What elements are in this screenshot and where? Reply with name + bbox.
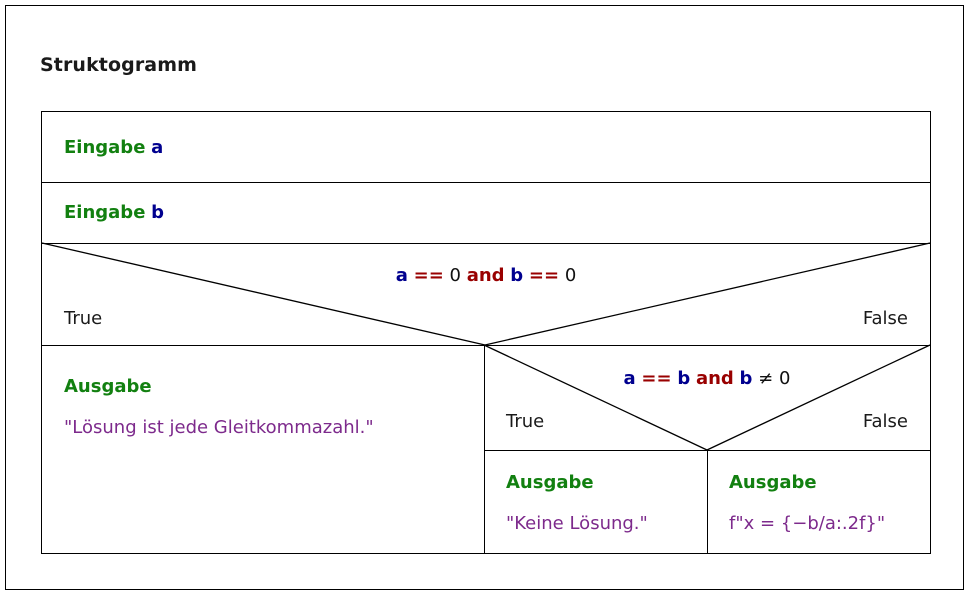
token-op-neq: ≠ [758,368,774,389]
output-block-x-formula[interactable]: Ausgabe f"x = {−b/a:.2f}" [707,450,930,553]
keyword-ausgabe: Ausgabe [64,376,152,397]
token-op-and: and [695,368,734,389]
output-block-any-float[interactable]: Ausgabe "Lösung ist jede Gleitkommazahl.… [42,345,484,553]
output-keyword-any-float: Ausgabe [64,376,152,397]
string-literal: "Lösung ist jede Gleitkommazahl." [64,417,374,438]
token-num-0: 0 [449,265,461,286]
keyword-eingabe: Eingabe [64,202,146,223]
row-separator-1 [42,182,930,183]
branch-split-vertical-inner [707,450,708,553]
branch-label-true-outer: True [64,308,103,329]
structogram-diagram: Eingabe a Eingabe b a == 0 and b [41,111,931,554]
output-value-no-solution: "Keine Lösung." [506,513,648,534]
output-block-no-solution[interactable]: Ausgabe "Keine Lösung." [484,450,707,553]
token-num-0: 0 [779,368,791,389]
statement-text-input-b: Eingabe b [64,202,164,223]
output-value-x-formula: f"x = {−b/a:.2f}" [729,513,885,534]
variable-b: b [151,202,165,223]
condition-diagonals-outer [41,242,931,346]
token-var-a: a [395,265,408,286]
token-var-b2: b [739,368,753,389]
condition-diagonals-inner [483,344,931,451]
variable-a: a [151,137,164,158]
keyword-ausgabe: Ausgabe [729,472,817,493]
token-var-b: b [677,368,691,389]
token-op-eq2: == [528,265,560,286]
condition-block-outer[interactable]: a == 0 and b == 0 True False [41,242,931,346]
condition-block-inner[interactable]: a == b and b ≠ 0 True False [483,344,931,451]
keyword-ausgabe: Ausgabe [506,472,594,493]
page-title: Struktogramm [40,54,198,76]
token-num-0b: 0 [564,265,577,286]
condition-expression-inner: a == b and b ≠ 0 [484,368,930,389]
token-op-and: and [466,265,505,286]
nested-structogram-false-branch: a == b and b ≠ 0 True False Ausgabe [483,344,931,553]
keyword-eingabe: Eingabe [64,137,146,158]
token-op-eq: == [641,368,672,389]
statement-text-input-a: Eingabe a [64,137,163,158]
output-keyword-no-solution: Ausgabe [506,472,594,493]
string-literal: "Keine Lösung." [506,513,648,534]
condition-expression-outer: a == 0 and b == 0 [42,265,930,286]
token-var-a: a [623,368,636,389]
page-canvas: Struktogramm Eingabe a Eingabe b a [5,5,964,590]
token-var-b: b [510,265,524,286]
statement-block-input-b[interactable]: Eingabe b [42,182,930,243]
branch-label-false-outer: False [862,308,908,329]
fstring-literal: f"x = {−b/a:.2f}" [729,513,886,534]
statement-block-input-a[interactable]: Eingabe a [42,112,930,182]
token-op-eq: == [413,265,444,286]
branch-label-false-inner: False [862,411,908,432]
output-keyword-x-formula: Ausgabe [729,472,817,493]
branch-label-true-inner: True [506,411,545,432]
output-value-any-float: "Lösung ist jede Gleitkommazahl." [64,417,374,438]
